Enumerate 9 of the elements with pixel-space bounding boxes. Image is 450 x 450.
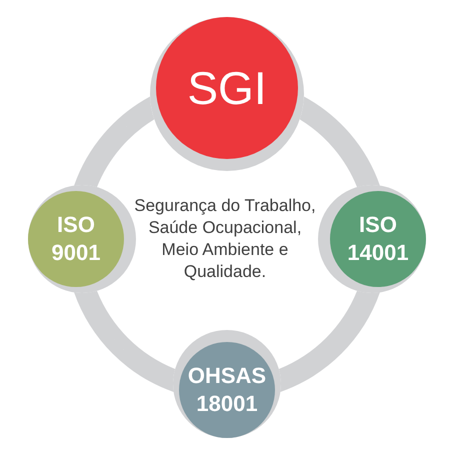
circle-label: SGI [187,65,267,111]
circle-label: ISO 14001 [346,211,410,267]
ring-arc [74,96,154,188]
center-text: Segurança do Trabalho, Saúde Ocupacional, Meio Ambiente e Qualidade. [133,195,317,283]
ring-arc [74,290,176,392]
ring-arc [278,290,380,392]
ring-arc [300,96,380,188]
circle-label: ISO 9001 [50,211,102,267]
circle-label: OHSAS 18001 [186,362,268,418]
